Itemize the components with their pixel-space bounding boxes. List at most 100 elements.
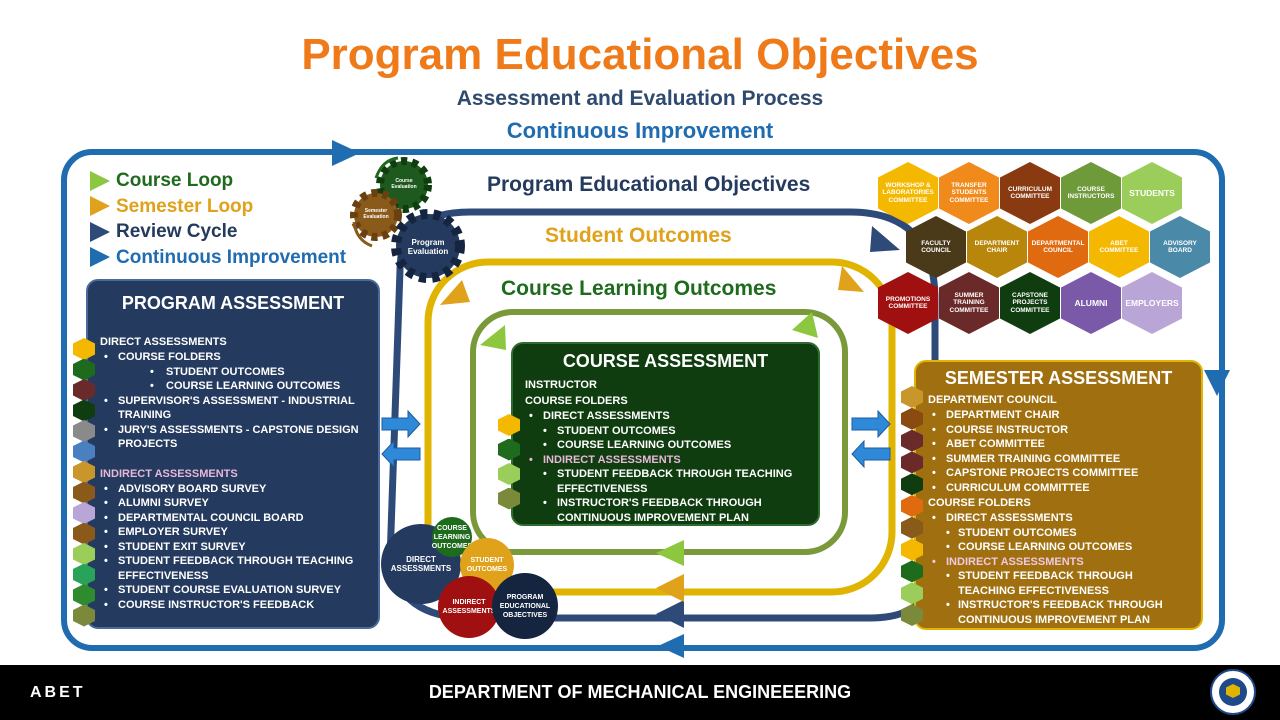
sa-indirect-list: STUDENT FEEDBACK THROUGH TEACHING EFFECT… xyxy=(928,569,1193,627)
semester-assessment-box: SEMESTER ASSESSMENT DEPARTMENT COUNCIL D… xyxy=(914,360,1203,630)
semester-arrow-bottom xyxy=(656,574,684,602)
list-item: DEPARTMENTAL COUNCIL BOARD xyxy=(100,511,370,526)
list-item: COURSE LEARNING OUTCOMES xyxy=(100,379,370,394)
list-item: JURY'S ASSESSMENTS - CAPSTONE DESIGN PRO… xyxy=(100,423,370,452)
hex-marker-icon xyxy=(901,516,923,539)
hex-marker-icon xyxy=(498,414,520,436)
hex-marker-icon xyxy=(901,495,923,517)
course-assessment-title: COURSE ASSESSMENT xyxy=(562,351,769,371)
hex-marker-icon xyxy=(73,399,95,422)
pa-indirect-heading: INDIRECT ASSESSMENTS xyxy=(100,467,238,480)
committee-hex: CAPSTONE PROJECTS COMMITTEE xyxy=(1000,272,1060,334)
peo-ring-label: Program Educational Objectives xyxy=(487,173,811,196)
program-assessment-title: PROGRAM ASSESSMENT xyxy=(121,293,345,313)
sa-direct-list: STUDENT OUTCOMESCOURSE LEARNING OUTCOMES xyxy=(928,526,1193,555)
list-item: EMPLOYER SURVEY xyxy=(100,525,370,540)
legend-item: Review Cycle xyxy=(90,219,346,245)
legend-item: Semester Loop xyxy=(90,194,346,220)
ca-direct-list: STUDENT OUTCOMESCOURSE LEARNING OUTCOMES xyxy=(525,424,810,453)
list-item: STUDENT OUTCOMES xyxy=(100,365,370,380)
list-item: CURRICULUM COMMITTEE xyxy=(928,481,1193,496)
hex-marker-icon xyxy=(901,473,923,496)
review-arrow-top xyxy=(870,226,900,252)
ring-to-pa-arrow xyxy=(381,439,421,469)
hex-marker-icon xyxy=(901,560,923,583)
hex-marker-icon xyxy=(901,582,923,605)
continuous-improvement-loop xyxy=(61,149,1225,651)
committee-hex: ALUMNI xyxy=(1061,272,1121,334)
ca-indirect-heading: INDIRECT ASSESSMENTS xyxy=(525,453,810,468)
hex-marker-icon xyxy=(73,604,95,627)
list-item: COURSE INSTRUCTOR xyxy=(928,423,1193,438)
legend-arrow-icon xyxy=(90,247,110,268)
pa-direct-list: COURSE FOLDERSSTUDENT OUTCOMESCOURSE LEA… xyxy=(100,350,370,452)
ca-course-folders: COURSE FOLDERS xyxy=(525,395,628,407)
hex-marker-icon xyxy=(73,522,95,545)
hex-marker-icon xyxy=(901,604,923,626)
list-item: STUDENT COURSE EVALUATION SURVEY xyxy=(100,583,370,598)
legend-label: Course Loop xyxy=(116,170,234,191)
committee-hex: SUMMER TRAINING COMMITTEE xyxy=(939,272,999,334)
list-item: STUDENT FEEDBACK THROUGH TEACHING EFFECT… xyxy=(928,569,1193,598)
program-assessment-box: PROGRAM ASSESSMENT DIRECT ASSESSMENTS CO… xyxy=(86,279,380,629)
list-item: ALUMNI SURVEY xyxy=(100,496,370,511)
hex-marker-icon xyxy=(73,440,95,463)
gear-cycle-arrow-2 xyxy=(352,221,373,248)
hex-marker-icon xyxy=(73,338,95,360)
university-seal-icon xyxy=(1210,669,1256,715)
list-item: SUPERVISOR'S ASSESSMENT - INDUSTRIAL TRA… xyxy=(100,394,370,423)
legend-item: Continuous Improvement xyxy=(90,245,346,271)
hex-marker-icon xyxy=(901,429,923,452)
legend-arrow-icon xyxy=(90,221,110,242)
legend-label: Continuous Improvement xyxy=(116,246,347,268)
clo-ring-label: Course Learning Outcomes xyxy=(501,277,777,300)
list-item: CAPSTONE PROJECTS COMMITTEE xyxy=(928,466,1193,481)
ring-to-sa-arrow xyxy=(851,409,891,439)
sa-folders-heading: COURSE FOLDERS xyxy=(928,497,1031,509)
hex-marker-icon xyxy=(498,487,520,510)
committee-hex: PROMOTIONS COMMITTEE xyxy=(878,272,938,334)
list-item: DEPARTMENT CHAIR xyxy=(928,408,1193,423)
course-arrow-bottom xyxy=(656,540,684,566)
pa-direct-heading: DIRECT ASSESSMENTS xyxy=(100,336,227,348)
hex-marker-icon xyxy=(73,584,95,606)
hex-marker-icon xyxy=(498,438,520,461)
list-item: STUDENT FEEDBACK THROUGH TEACHING EFFECT… xyxy=(100,554,370,583)
committee-hex: EMPLOYERS xyxy=(1122,272,1182,334)
legend-item: Course Loop xyxy=(90,168,346,194)
ca-direct-heading: DIRECT ASSESSMENTS xyxy=(525,409,810,424)
list-item: STUDENT OUTCOMES xyxy=(928,526,1193,541)
legend-arrow-icon xyxy=(90,170,110,191)
hex-marker-icon xyxy=(73,563,95,586)
semester-arrow-right xyxy=(838,266,864,292)
list-item: INSTRUCTOR'S FEEDBACK THROUGH CONTINUOUS… xyxy=(525,496,810,525)
sa-council-list: DEPARTMENT CHAIRCOURSE INSTRUCTORABET CO… xyxy=(928,408,1193,495)
hex-marker-icon xyxy=(901,407,923,430)
list-item: STUDENT OUTCOMES xyxy=(525,424,810,439)
legend-label: Review Cycle xyxy=(116,221,238,242)
sa-to-ring-arrow xyxy=(851,439,891,469)
program-evaluation-label: Program Evaluation xyxy=(407,238,449,256)
semester-evaluation-label: Semester Evaluation xyxy=(363,208,389,220)
assessment-circle: PROGRAM EDUCATIONAL OBJECTIVES xyxy=(492,573,558,639)
gear-cycle-arrow xyxy=(374,156,399,179)
hex-marker-icon xyxy=(498,463,520,485)
so-ring-label: Student Outcomes xyxy=(545,224,732,247)
program-evaluation-gear xyxy=(391,209,465,283)
sa-council-heading: DEPARTMENT COUNCIL xyxy=(928,394,1057,406)
footer-abet: ABET xyxy=(30,684,86,701)
outer-loop-arrow-top xyxy=(332,140,360,166)
legend-label: Semester Loop xyxy=(116,195,254,217)
pa-to-ring-arrow xyxy=(381,409,421,439)
list-item: INSTRUCTOR'S FEEDBACK THROUGH CONTINUOUS… xyxy=(928,598,1193,627)
list-item: STUDENT FEEDBACK THROUGH TEACHING EFFECT… xyxy=(525,467,810,496)
sa-indirect-heading: INDIRECT ASSESSMENTS xyxy=(928,555,1193,570)
pa-indirect-list: ADVISORY BOARD SURVEYALUMNI SURVEYDEPART… xyxy=(100,482,370,613)
hex-marker-icon xyxy=(73,461,95,483)
hex-marker-icon xyxy=(901,451,923,474)
course-arrow-right xyxy=(792,312,818,338)
page-title: Program Educational Objectives xyxy=(301,30,979,79)
sa-direct-heading: DIRECT ASSESSMENTS xyxy=(928,511,1193,526)
